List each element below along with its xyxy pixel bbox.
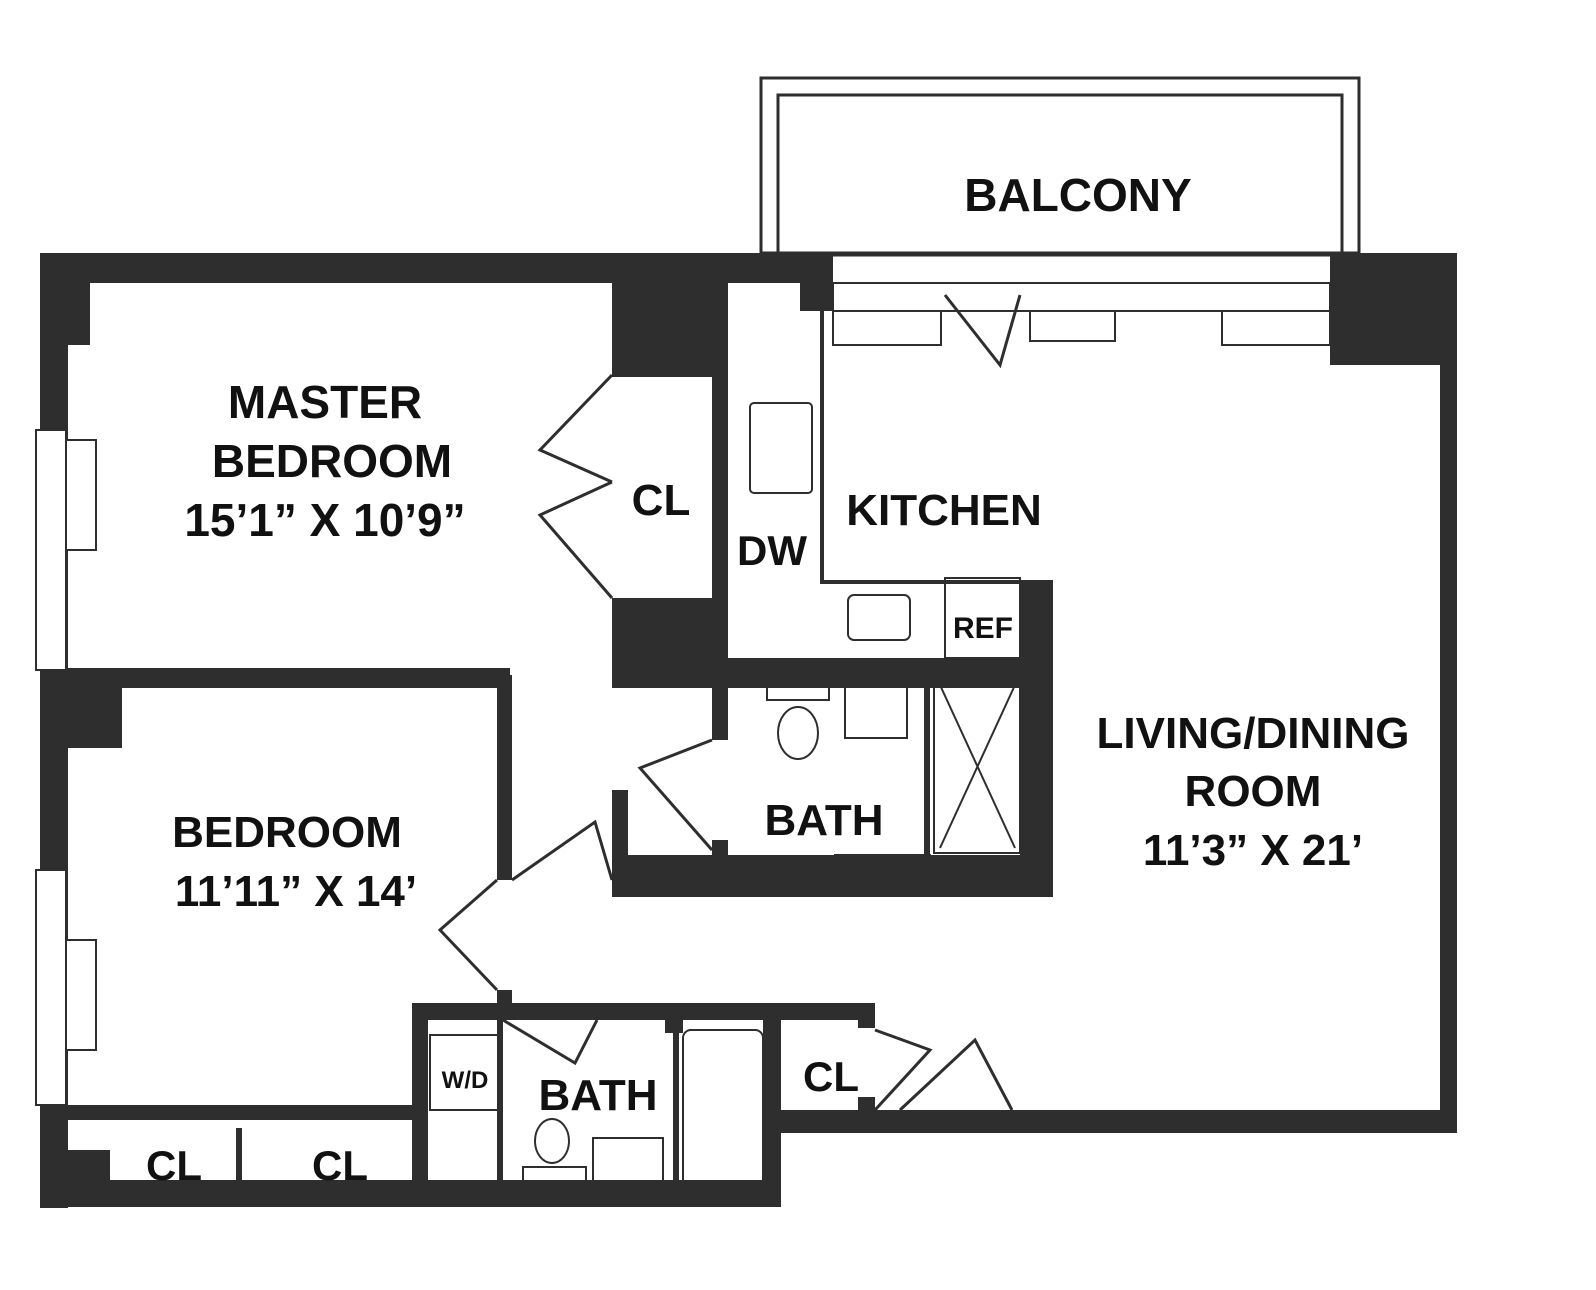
- bedroom-dims: 11’11” X 14’: [175, 867, 417, 916]
- master-closet-label: CL: [632, 476, 691, 525]
- kitchen-label: KITCHEN: [846, 486, 1042, 535]
- balcony-outline: [759, 76, 1361, 257]
- master-bedroom-label-2: BEDROOM: [212, 435, 452, 487]
- refrigerator-box: [944, 577, 1021, 659]
- entry-closet-label: CL: [803, 1053, 859, 1100]
- kitchen-sink-icon: [847, 594, 911, 641]
- doors: [437, 294, 1022, 1112]
- bathtub-icon: [682, 1029, 764, 1188]
- living-dining-label: LIVING/DINING: [1097, 709, 1410, 758]
- fixtures: [429, 402, 1021, 1194]
- balcony-label: BALCONY: [964, 169, 1191, 221]
- bath-sink-icon: [844, 679, 908, 739]
- bedroom-label: BEDROOM: [172, 808, 402, 857]
- refrigerator-label: REF: [953, 612, 1013, 645]
- bath-sink-icon: [592, 1137, 664, 1194]
- shower-icon: [933, 677, 1021, 854]
- toilet-icon: [777, 706, 819, 760]
- living-dining-dims: 11’3” X 21’: [1143, 826, 1363, 875]
- bedroom-closet-1-label: CL: [146, 1142, 202, 1189]
- toilet-icon: [534, 1118, 570, 1164]
- room-labels: BALCONY MASTER BEDROOM 15’1” X 10’9” CL …: [146, 169, 1409, 1189]
- washer-dryer-label: W/D: [442, 1067, 489, 1094]
- master-bedroom-dims: 15’1” X 10’9”: [184, 494, 465, 546]
- living-dining-label-2: ROOM: [1185, 767, 1322, 816]
- master-bath-label: BATH: [765, 796, 884, 845]
- bedroom-closet-2-label: CL: [312, 1142, 368, 1189]
- hall-bath-label: BATH: [539, 1071, 658, 1120]
- master-bedroom-label: MASTER: [228, 376, 422, 428]
- dishwasher-label: DW: [737, 527, 807, 574]
- cooktop-icon: [749, 402, 813, 494]
- windows: [35, 282, 1331, 1106]
- washer-dryer-box: [429, 1034, 499, 1111]
